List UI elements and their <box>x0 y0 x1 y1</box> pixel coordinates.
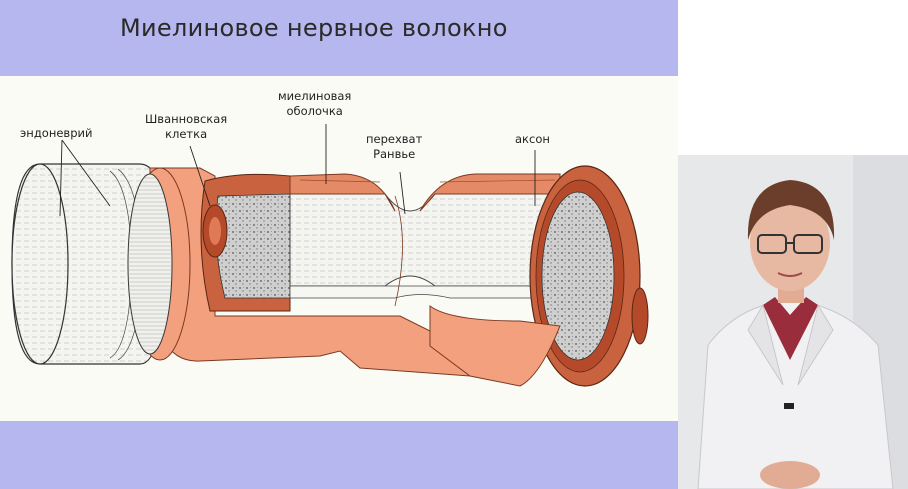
hands <box>760 461 820 489</box>
label-myelin-line1: миелиновая <box>278 89 351 104</box>
left-cross-section <box>201 174 290 311</box>
bottom-band <box>0 421 678 489</box>
label-schwann-cell: Шванновская клетка <box>145 112 227 142</box>
label-schwann-line1: Шванновская <box>145 112 227 127</box>
presenter-video <box>678 155 908 489</box>
label-axon: аксон <box>515 132 550 147</box>
nerve-fiber-diagram: эндоневрий Шванновская клетка миелиновая… <box>0 76 678 421</box>
slide-title: Миелиновое нервное волокно <box>120 14 508 42</box>
microphone <box>784 403 794 409</box>
label-schwann-line2: клетка <box>145 127 227 142</box>
diagram-illustration <box>0 76 678 421</box>
label-node-of-ranvier: перехват Ранвье <box>366 132 422 162</box>
axon-body <box>290 194 560 298</box>
label-ranvier-line1: перехват <box>366 132 422 147</box>
label-myelin-line2: оболочка <box>278 104 351 119</box>
presenter-figure <box>678 155 908 489</box>
label-myelin-sheath: миелиновая оболочка <box>278 89 351 119</box>
label-endoneurium: эндоневрий <box>20 126 92 141</box>
title-band: Миелиновое нервное волокно <box>0 0 678 76</box>
label-ranvier-line2: Ранвье <box>366 147 422 162</box>
